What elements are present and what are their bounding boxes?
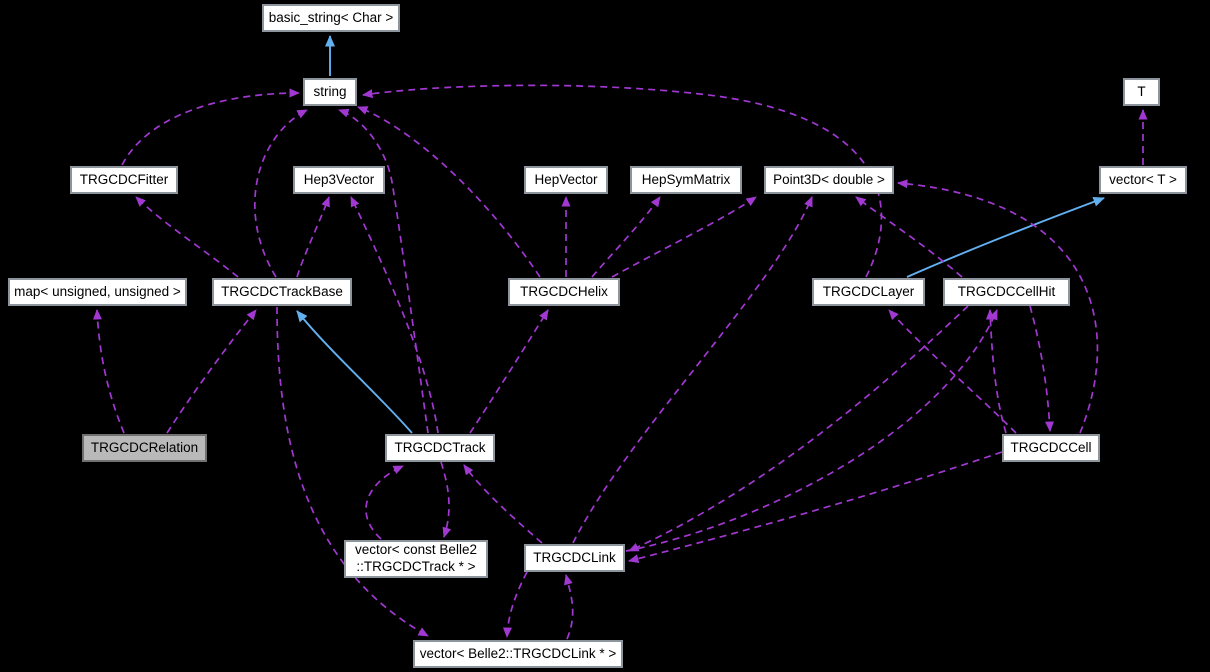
node-hepvector[interactable]: HepVector	[524, 166, 608, 194]
edge-trgcdclink-to-point3d	[572, 196, 813, 544]
edge-trgcdccell-to-trgcdccellhit	[985, 309, 1007, 434]
edge-trgcdctrackbase-to-trgcdcfitter	[135, 196, 239, 278]
node-t[interactable]: T	[1123, 78, 1160, 106]
edge-trgcdctrack-to-trgcdctrackbase	[296, 310, 413, 434]
edge-trgcdclink-to-trgcdctrack	[463, 464, 543, 544]
node-point3d[interactable]: Point3D< double >	[764, 166, 894, 194]
edge-vector-link-to-trgcdclink	[564, 574, 574, 640]
edge-trgcdctrackbase-to-string	[254, 109, 308, 278]
node-trgcdccell[interactable]: TRGCDCCell	[1002, 434, 1100, 462]
node-trgcdcfitter[interactable]: TRGCDCFitter	[70, 166, 178, 194]
edge-trgcdctrack-to-vector-const-track	[440, 461, 452, 538]
edge-trgcdcfitter-to-string	[121, 88, 300, 166]
node-vector-link[interactable]: vector< Belle2::TRGCDCLink * >	[413, 640, 623, 668]
node-hep3vector[interactable]: Hep3Vector	[293, 166, 385, 194]
edge-vector-const-track-to-trgcdctrack	[365, 465, 404, 540]
edge-trgcdclayer-to-string	[362, 84, 883, 278]
edge-trgcdchelix-to-string	[357, 106, 541, 278]
edge-trgcdchelix-to-hepsymmatrix	[591, 196, 661, 278]
edge-trgcdctrackbase-to-vector-link	[276, 306, 429, 637]
node-vector-t[interactable]: vector< T >	[1099, 166, 1187, 194]
node-trgcdclayer[interactable]: TRGCDCLayer	[812, 278, 925, 306]
edge-trgcdchelix-to-point3d	[611, 196, 757, 278]
edge-trgcdccell-to-point3d	[897, 179, 1099, 434]
edge-trgcdccell-to-trgcdclink	[628, 451, 1003, 564]
edge-trgcdclayer-to-vector-t	[906, 197, 1105, 278]
node-trgcdchelix[interactable]: TRGCDCHelix	[508, 278, 620, 306]
edge-trgcdclink-to-vector-link	[502, 571, 528, 638]
node-map-unsigned[interactable]: map< unsigned, unsigned >	[8, 278, 187, 306]
edge-trgcdctrack-to-trgcdchelix	[469, 309, 549, 434]
node-trgcdccellhit[interactable]: TRGCDCCellHit	[943, 278, 1070, 306]
edge-trgcdccellhit-to-point3d	[855, 196, 963, 278]
edge-trgcdcrelation-to-trgcdctrackbase	[166, 309, 257, 434]
edge-trgcdcrelation-to-map-unsigned	[92, 309, 125, 434]
node-trgcdclink[interactable]: TRGCDCLink	[524, 544, 625, 572]
edge-trgcdclink-to-trgcdccellhit	[625, 309, 998, 552]
edge-trgcdccellhit-to-trgcdccell	[1029, 305, 1055, 432]
node-string[interactable]: string	[303, 78, 357, 106]
edge-trgcdctrack-to-string	[338, 108, 429, 434]
edge-trgcdccellhit-to-trgcdclink	[628, 305, 969, 552]
node-basic-string[interactable]: basic_string< Char >	[262, 4, 400, 32]
node-trgcdcrelation: TRGCDCRelation	[82, 434, 207, 462]
node-trgcdctrackbase[interactable]: TRGCDCTrackBase	[212, 278, 352, 306]
node-hepsymmatrix[interactable]: HepSymMatrix	[630, 166, 742, 194]
node-trgcdctrack[interactable]: TRGCDCTrack	[385, 434, 495, 462]
edge-trgcdccell-to-trgcdclayer	[888, 309, 1017, 434]
edge-trgcdctrackbase-to-hep3vector	[296, 196, 330, 278]
edge-trgcdctrack-to-hep3vector	[350, 196, 439, 434]
node-vector-const-track[interactable]: vector< const Belle2 ::TRGCDCTrack * >	[344, 540, 488, 578]
